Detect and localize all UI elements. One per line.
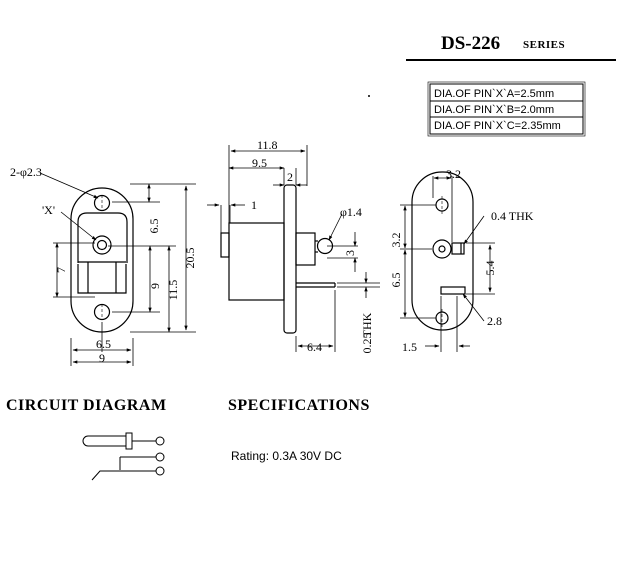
terminal-circle-1 xyxy=(155,436,165,446)
dim-front-overall-height: 20.5 xyxy=(183,248,197,269)
rear-terminal-tab xyxy=(451,242,465,255)
model-title: DS-226 xyxy=(441,33,501,54)
pin-table-row: DIA.OF PIN`X`C=2.35mm xyxy=(434,120,561,132)
plug-collar-symbol xyxy=(125,432,133,450)
dim-rear-tab-width: 2.8 xyxy=(487,314,502,328)
pin-table-row: DIA.OF PIN`X`A=2.5mm xyxy=(434,88,555,100)
dim-side-terminal-hole: φ1.4 xyxy=(340,205,362,219)
rear-flange-outline xyxy=(411,171,474,331)
dim-side-flange-offset: 9.5 xyxy=(252,156,267,170)
dim-rear-upper-offset: 3.2 xyxy=(389,233,403,248)
stray-dot xyxy=(368,95,370,97)
dim-front-top-offset: 6.5 xyxy=(147,219,161,234)
rear-dimensions xyxy=(400,176,495,352)
side-body xyxy=(228,222,285,301)
rear-center-pin xyxy=(438,245,446,253)
dim-side-pin-step: 1 xyxy=(251,198,257,212)
terminal-circle-2 xyxy=(155,452,165,462)
dim-side-terminal-spacing: 3 xyxy=(343,250,357,256)
pin-table-row: DIA.OF PIN`X`B=2.0mm xyxy=(434,104,555,116)
dim-side-thk-label: THK xyxy=(360,312,374,337)
rear-lug-tab xyxy=(440,286,466,295)
side-flange xyxy=(283,184,297,334)
center-pin xyxy=(96,239,108,251)
dim-front-bottom-width: 9 xyxy=(99,351,105,365)
rear-mount-hole-bottom xyxy=(435,311,449,325)
front-dimensions xyxy=(39,172,196,366)
dim-front-inner-height: 9 xyxy=(148,283,162,289)
dim-front-mid-height: 11.5 xyxy=(166,280,180,301)
dim-side-terminal-length: 6.4 xyxy=(307,340,322,354)
front-view xyxy=(70,187,134,333)
rear-mount-hole-top xyxy=(435,198,449,212)
jack-socket xyxy=(92,235,112,255)
dim-side-terminal-thk: 0.25 xyxy=(360,333,374,354)
circuit-diagram-heading: CIRCUIT DIAGRAM xyxy=(6,397,167,414)
dim-front-left-height: 7 xyxy=(54,267,68,273)
front-body-upper xyxy=(77,212,128,263)
specifications-heading: SPECIFICATIONS xyxy=(228,397,370,414)
dim-side-flange-thickness: 2 xyxy=(287,170,293,184)
terminal-circle-3 xyxy=(155,466,165,476)
dim-rear-bottom-offset: 1.5 xyxy=(402,340,417,354)
dim-rear-tab-thk: 0.4 THK xyxy=(491,209,534,223)
side-dimensions xyxy=(207,145,380,352)
dim-side-overall-length: 11.8 xyxy=(257,138,278,152)
dim-rear-right-height: 5.4 xyxy=(483,261,497,276)
pin-x-marker: 'X' xyxy=(42,203,55,217)
circuit-symbol xyxy=(82,432,165,481)
series-label: SERIES xyxy=(523,39,566,51)
dim-rear-lower-offset: 6.5 xyxy=(389,273,403,288)
front-body-lower xyxy=(77,264,127,294)
side-view xyxy=(220,184,336,334)
dim-rear-top-width: 3.2 xyxy=(446,167,461,181)
hole-callout-label: 2-φ2.3 xyxy=(10,165,42,179)
side-pin-nose xyxy=(220,232,230,258)
plug-pin-symbol xyxy=(82,435,127,447)
rating-text: Rating: 0.3A 30V DC xyxy=(231,449,342,463)
rear-view xyxy=(411,171,474,331)
pin-table-frame xyxy=(427,81,586,137)
dim-front-bottom-inner-width: 6.5 xyxy=(96,337,111,351)
switch-contact-symbol xyxy=(91,470,156,481)
side-rear-housing xyxy=(295,232,316,266)
rear-socket xyxy=(432,239,452,259)
